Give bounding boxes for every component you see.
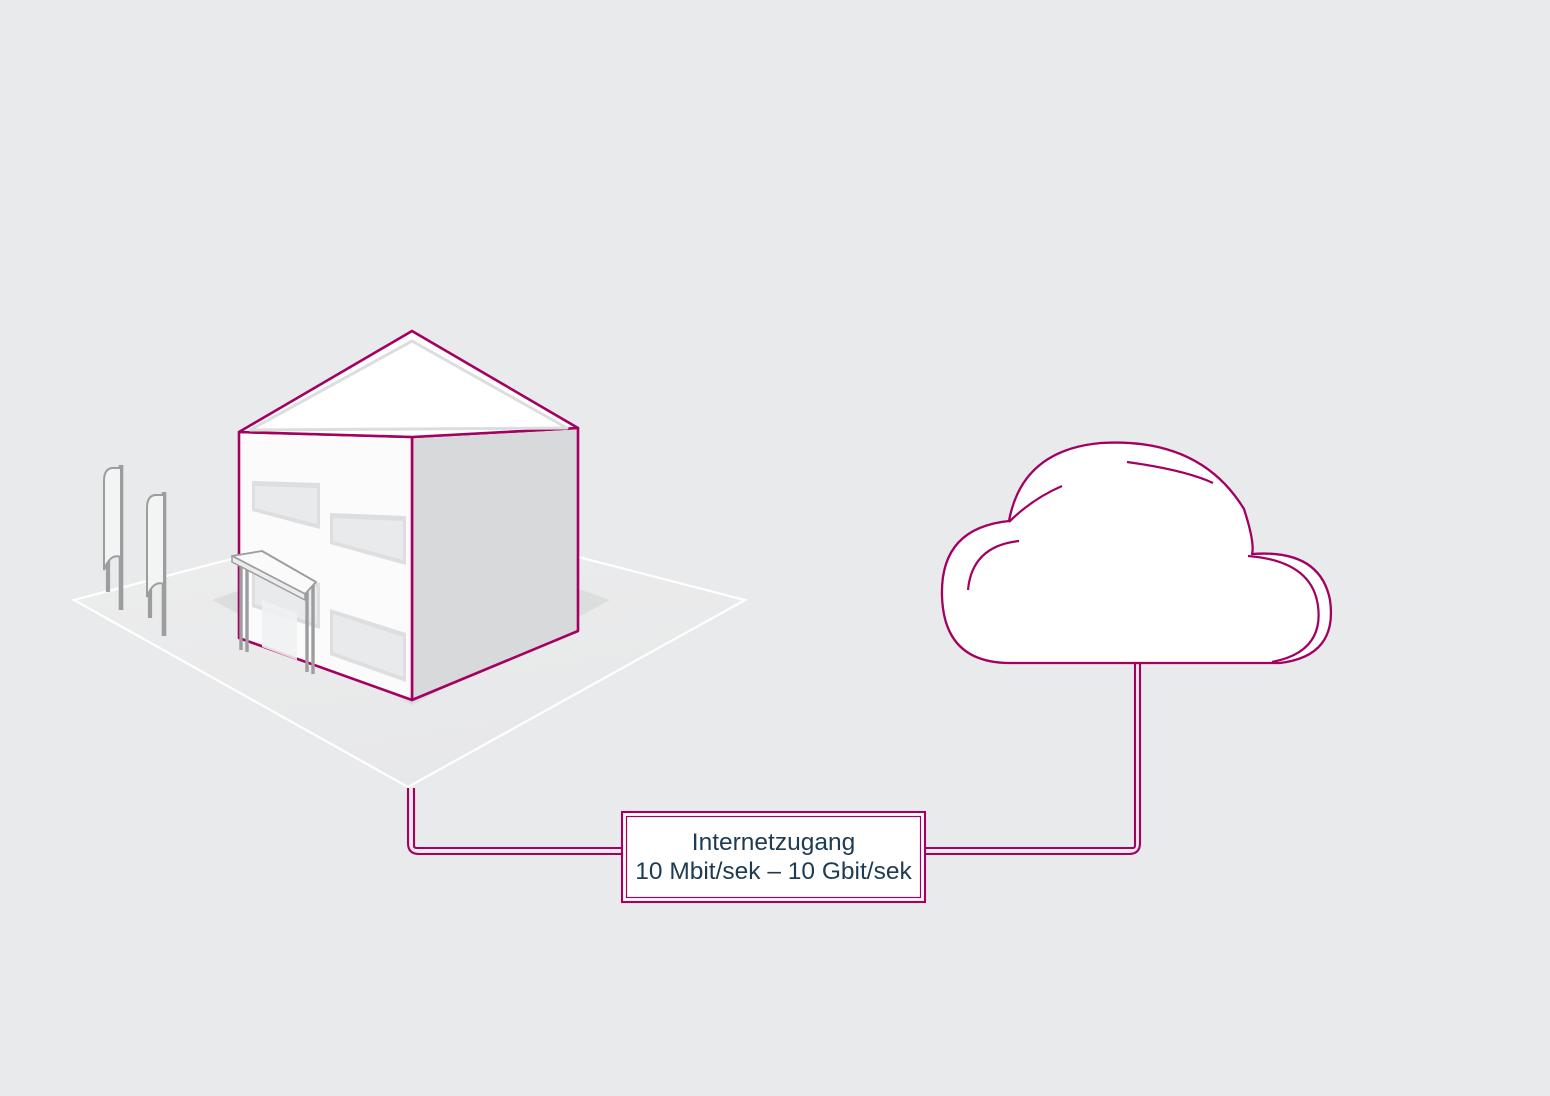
cloud-top-notch-detail [1008,484,1063,523]
building-canopy [231,550,317,674]
cloud [940,441,1333,665]
label-line-bandwidth: 10 Mbit/sek – 10 Gbit/sek [635,858,912,885]
building-roof [237,329,580,439]
flag-group [103,465,167,636]
building-roof-parapet [248,339,569,432]
cloud-left-inner-arc [966,539,1020,591]
building [231,329,580,702]
building-windows [252,481,406,682]
connection-cable [406,660,1142,856]
cloud-body [940,441,1333,665]
internet-access-label-box: Internetzugang 10 Mbit/sek – 10 Gbit/sek [620,810,927,904]
cloud-top-inner-arc [1126,460,1214,484]
flag-right [146,492,167,636]
cloud-right-lobe-detail [1247,554,1320,664]
label-line-primary: Internetzugang [692,829,855,856]
flag-left [103,465,124,610]
